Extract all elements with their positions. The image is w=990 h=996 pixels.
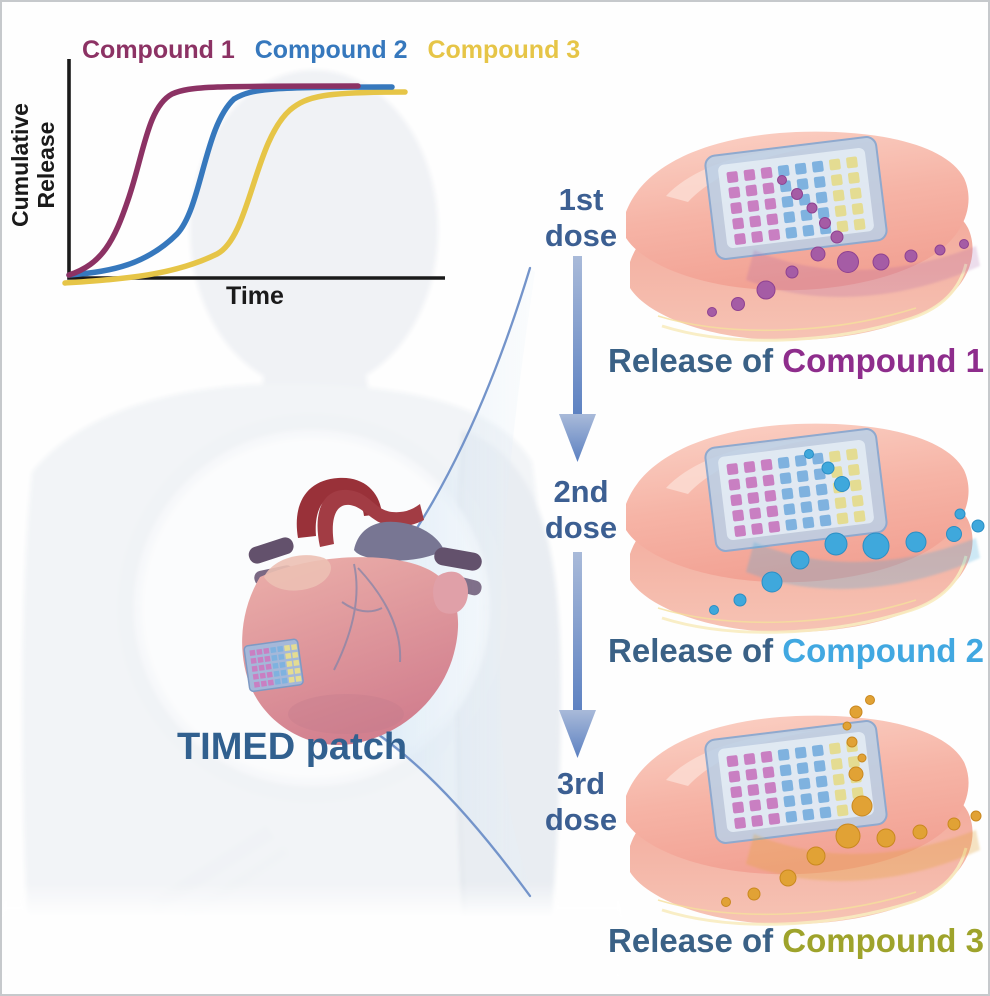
tissue-panel-3	[604, 695, 982, 932]
timed-patch-label: TIMED patch	[176, 726, 408, 768]
caption-release-1: Release of Compound 1	[608, 342, 984, 379]
timed-patch-on-heart	[243, 638, 304, 693]
down-arrow-icon	[559, 256, 596, 462]
chart-axes	[67, 59, 445, 280]
legend-compound-2: Compound 2	[254, 36, 408, 64]
caption-release-2: Release of Compound 2	[608, 632, 984, 669]
tissue-panel-1	[604, 102, 980, 348]
release-flow-band	[746, 830, 980, 881]
legend-compound-1: Compound 1	[82, 36, 235, 64]
release-flow-band	[746, 538, 980, 589]
tissue-panel-2	[604, 394, 985, 640]
release-curve-compound-3	[62, 89, 408, 286]
droplets-compound-2	[709, 449, 985, 615]
chart-legend: Compound 1 Compound 2 Compound 3	[82, 36, 593, 65]
heart-illustration	[242, 477, 482, 745]
down-arrow-icon	[559, 552, 596, 758]
release-curve-compound-1	[66, 83, 361, 278]
caption-release-3: Release of Compound 3	[608, 922, 984, 959]
legend-compound-3: Compound 3	[427, 36, 581, 64]
chart-x-axis-label: Time	[226, 282, 284, 310]
droplets-compound-3	[721, 695, 982, 907]
release-curve-compound-2	[66, 84, 395, 278]
chart-y-axis-label: Cumulative Release	[7, 103, 59, 227]
droplets-compound-1	[707, 175, 969, 317]
release-flow-band	[746, 246, 980, 297]
